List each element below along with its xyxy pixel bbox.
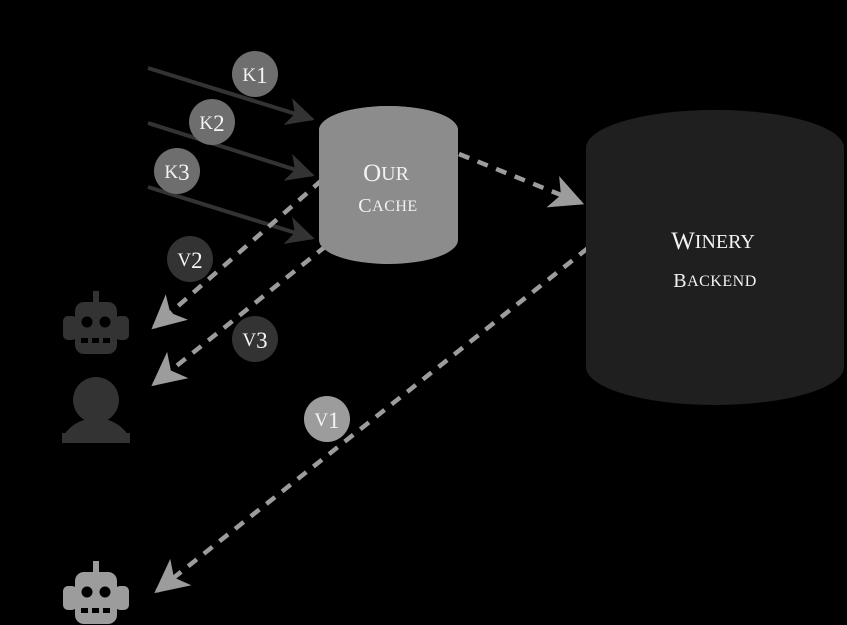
chip-background: [167, 236, 213, 282]
edge-v1-line: [154, 246, 590, 594]
chip-background: [189, 99, 235, 145]
winery-backend-label: WINERY BACKEND: [671, 228, 759, 292]
our-cache-top-cap: [319, 106, 458, 154]
robot-mouth-3: [103, 338, 110, 343]
robot-head: [75, 302, 117, 354]
robot-mouth-1: [81, 608, 88, 613]
chip-background: [232, 51, 278, 97]
chip-label: K2: [199, 111, 224, 136]
chip-label: V2: [177, 248, 202, 273]
robot-mouth-2: [92, 338, 99, 343]
edge-label-k3[interactable]: K3: [154, 148, 200, 194]
robot-eye-left: [81, 316, 93, 328]
edge-k2-line: [147, 121, 315, 181]
winery-backend-body: [586, 110, 844, 405]
robot-antenna: [93, 561, 99, 575]
chip-background: [304, 396, 350, 442]
edge-v3-line: [151, 244, 328, 387]
chip-background: [232, 316, 278, 362]
edge-label-v3[interactable]: V3: [232, 316, 278, 362]
robot-icon-bottom[interactable]: [63, 561, 129, 624]
robot-mouth-3: [103, 608, 110, 613]
chip-label: V1: [314, 408, 339, 433]
robot-head: [75, 572, 117, 624]
robot-ear-left: [63, 586, 77, 610]
robot-icon-top[interactable]: [63, 291, 129, 354]
edge-k3-line: [147, 185, 315, 244]
person-head: [73, 377, 119, 423]
chip-background: [154, 148, 200, 194]
edge-label-v2[interactable]: V2: [167, 236, 213, 282]
winery-backend-top-cap: [586, 110, 844, 186]
robot-eye-right: [99, 586, 111, 598]
robot-mouth-2: [92, 608, 99, 613]
chip-label: V3: [242, 328, 267, 353]
person-icon[interactable]: [62, 377, 130, 443]
robot-ear-right: [115, 316, 129, 340]
robot-mouth-1: [81, 338, 88, 343]
edge-label-v1[interactable]: V1: [304, 396, 350, 442]
edge-k1-line: [147, 66, 315, 125]
robot-eye-left: [81, 586, 93, 598]
chip-label: K3: [164, 160, 189, 185]
edge-cache-to-backend-line: [458, 151, 585, 208]
robot-ear-right: [115, 586, 129, 610]
robot-antenna: [93, 291, 99, 305]
edge-v2-line: [151, 178, 324, 330]
edge-label-k1[interactable]: K1: [232, 51, 278, 97]
our-cache-cylinder[interactable]: OUR CACHE: [319, 106, 458, 265]
edge-label-k2[interactable]: K2: [189, 99, 235, 145]
chip-label: K1: [242, 63, 267, 88]
our-cache-label: OUR CACHE: [358, 160, 417, 217]
edge-layer: [147, 66, 590, 594]
person-torso: [62, 433, 130, 443]
winery-backend-cylinder[interactable]: WINERY BACKEND: [586, 110, 844, 405]
robot-eye-right: [99, 316, 111, 328]
robot-ear-left: [63, 316, 77, 340]
